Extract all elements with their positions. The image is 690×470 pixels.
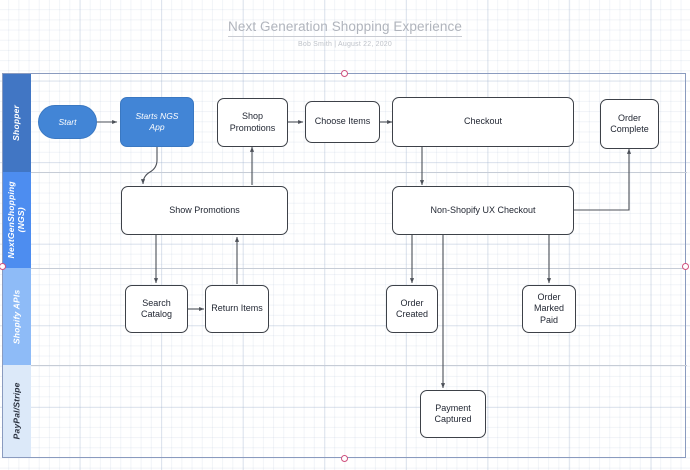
swimlane-header-nextgenshopping[interactable]: NextGenShopping(NGS)	[3, 172, 31, 268]
node-label-choose-items: Choose Items	[314, 116, 371, 127]
swimlane-shopper[interactable]: Shopper	[3, 74, 687, 172]
swimlane-shopify-apis[interactable]: Shopify APIs	[3, 268, 687, 365]
edge-starts-ngs-app-to-show-promotions	[140, 147, 158, 185]
node-label-checkout: Checkout	[463, 116, 503, 127]
swimlane-header-shopper[interactable]: Shopper	[3, 74, 31, 172]
node-show-promotions[interactable]: Show Promotions	[121, 186, 288, 235]
resize-handle-right[interactable]	[682, 263, 689, 270]
edge-ngs-checkout-to-order-complete	[574, 148, 632, 211]
swimlane-nextgenshopping[interactable]: NextGenShopping(NGS)	[3, 172, 687, 268]
node-label-return-items: Return Items	[211, 303, 263, 314]
node-ngs-checkout[interactable]: Non-Shopify UX Checkout	[392, 186, 574, 235]
swimlane-divider-1	[3, 172, 687, 173]
title-block: Next Generation Shopping Experience Bob …	[0, 18, 690, 48]
node-label-ngs-checkout: Non-Shopify UX Checkout	[430, 204, 536, 215]
swimlane-divider-3	[3, 365, 687, 366]
page-subtitle[interactable]: Bob Smith | August 22, 2020	[297, 41, 392, 48]
swimlane-divider-2	[3, 268, 687, 269]
resize-handle-left[interactable]	[0, 263, 6, 270]
resize-handle-top[interactable]	[341, 70, 348, 77]
swimlane-header-paypal-stripe[interactable]: PayPal/Stripe	[3, 365, 31, 457]
node-choose-items[interactable]: Choose Items	[305, 101, 380, 143]
node-label-start: Start	[58, 116, 77, 127]
node-start[interactable]: Start	[38, 105, 97, 139]
node-label-show-promotions: Show Promotions	[169, 204, 240, 215]
resize-handle-bottom[interactable]	[341, 455, 348, 462]
swimlane-header-shopify-apis[interactable]: Shopify APIs	[3, 268, 31, 365]
page-title[interactable]: Next Generation Shopping Experience	[228, 19, 462, 37]
node-checkout[interactable]: Checkout	[392, 97, 574, 147]
node-return-items[interactable]: Return Items	[205, 285, 269, 333]
swimlane-paypal-stripe[interactable]: PayPal/Stripe	[3, 365, 687, 457]
